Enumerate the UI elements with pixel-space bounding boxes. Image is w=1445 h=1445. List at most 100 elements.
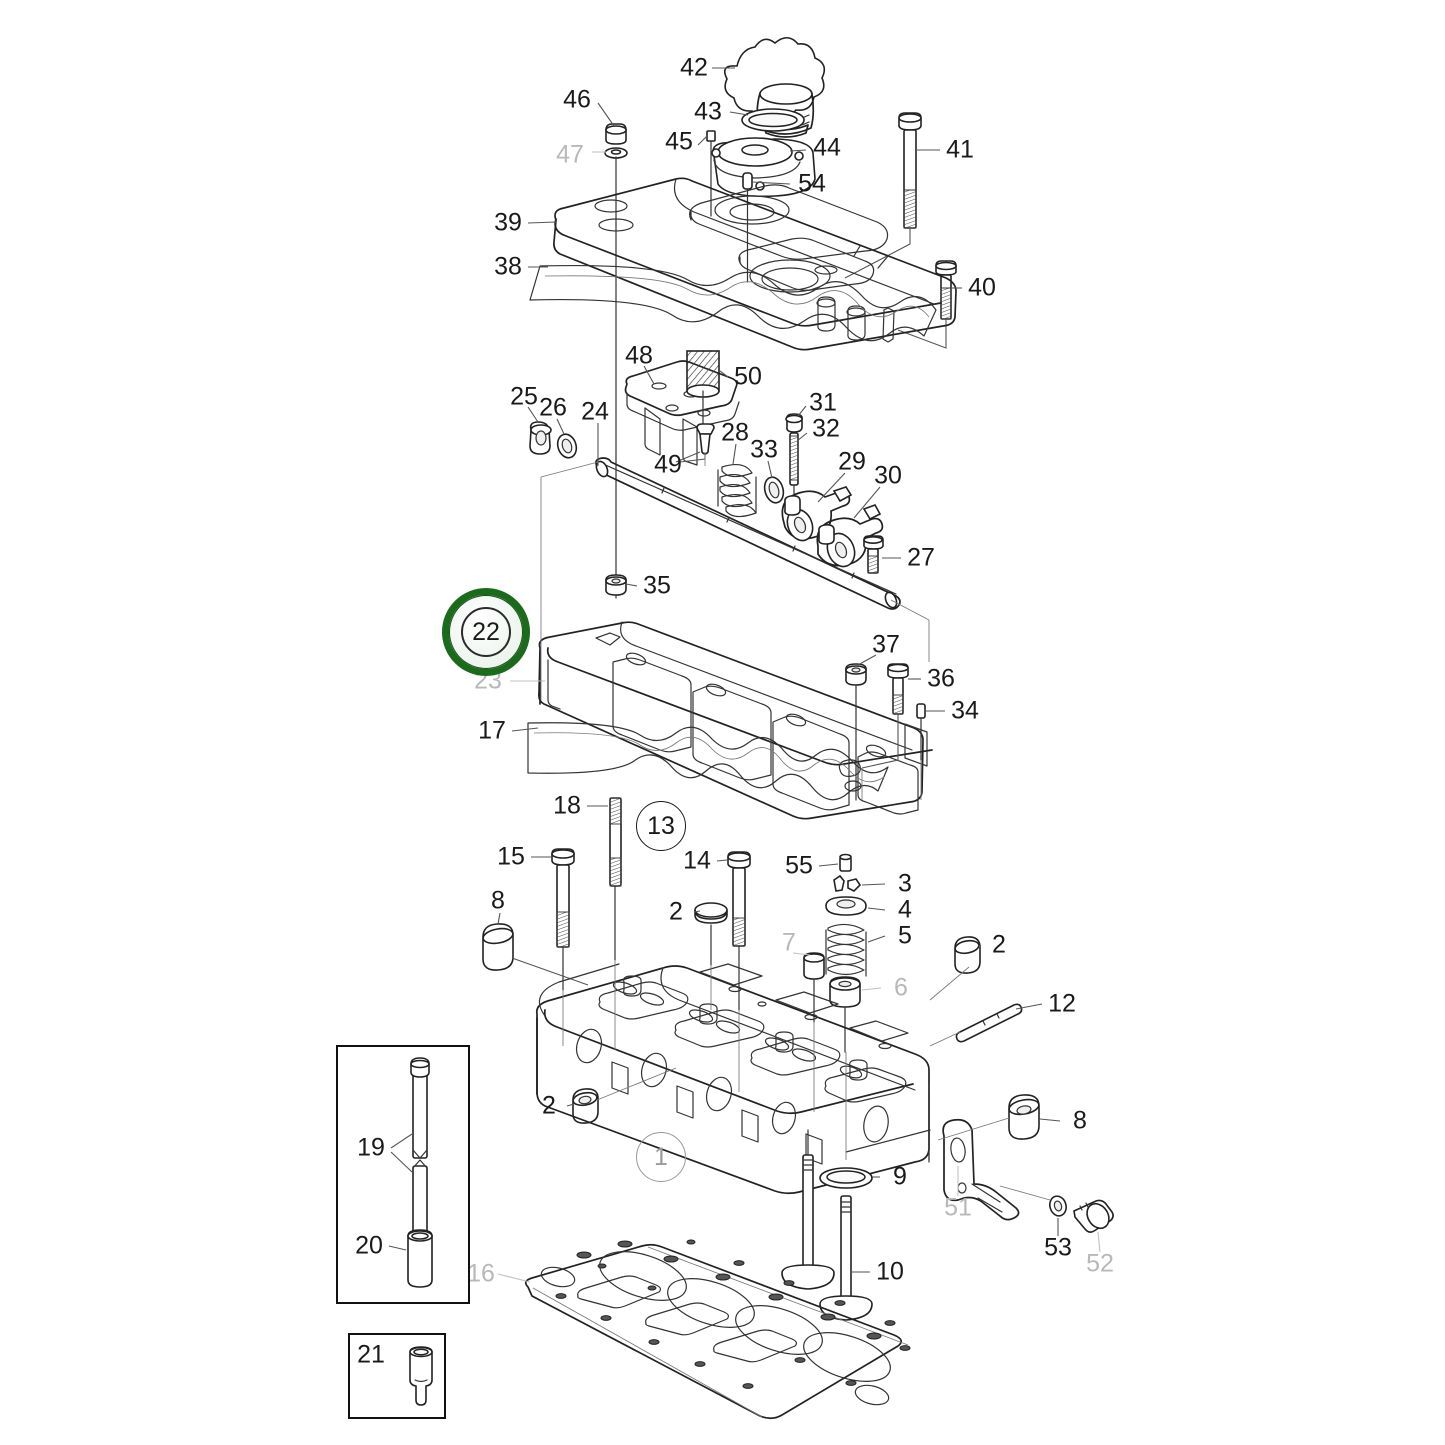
part-44-breather-cover bbox=[711, 137, 816, 198]
callout-label-2[interactable]: 2 bbox=[992, 930, 1006, 959]
callout-label-27[interactable]: 27 bbox=[907, 543, 935, 572]
part-46-cap-nut bbox=[605, 123, 627, 145]
callout-label-26[interactable]: 26 bbox=[539, 393, 567, 422]
part-9-intake-valve bbox=[819, 1167, 873, 1321]
callout-label-46[interactable]: 46 bbox=[563, 85, 591, 114]
callout-label-31[interactable]: 31 bbox=[809, 388, 837, 417]
callout-label-32[interactable]: 32 bbox=[812, 414, 840, 443]
part-2-core-plug-top bbox=[694, 902, 728, 966]
part-5-valve-spring bbox=[825, 923, 867, 977]
callout-label-37[interactable]: 37 bbox=[872, 630, 900, 659]
part-30-rocker-arm bbox=[816, 504, 884, 568]
callout-label-10[interactable]: 10 bbox=[876, 1257, 904, 1286]
part-29-rocker-arm bbox=[781, 486, 853, 542]
callout-label-7[interactable]: 7 bbox=[782, 928, 796, 957]
part-14-head-bolt-short bbox=[727, 851, 751, 1011]
callout-label-38[interactable]: 38 bbox=[494, 252, 522, 281]
callout-label-15[interactable]: 15 bbox=[497, 842, 525, 871]
part-53-washer bbox=[1049, 1195, 1067, 1217]
callout-label-39[interactable]: 39 bbox=[494, 208, 522, 237]
part-48-bracket bbox=[624, 360, 740, 466]
part-43-o-ring bbox=[741, 108, 805, 132]
callout-label-30[interactable]: 30 bbox=[874, 461, 902, 490]
circled-callout-13[interactable]: 13 bbox=[636, 801, 686, 851]
callout-label-6[interactable]: 6 bbox=[894, 973, 908, 1002]
part-20-valve-tappet bbox=[407, 1229, 433, 1288]
callout-label-9[interactable]: 9 bbox=[893, 1162, 907, 1191]
callout-label-2[interactable]: 2 bbox=[669, 897, 683, 926]
part-4-spring-retainer bbox=[825, 896, 867, 916]
callout-label-41[interactable]: 41 bbox=[946, 135, 974, 164]
callout-label-55[interactable]: 55 bbox=[785, 851, 813, 880]
callout-label-42[interactable]: 42 bbox=[680, 53, 708, 82]
callout-label-33[interactable]: 33 bbox=[750, 435, 778, 464]
callout-label-47[interactable]: 47 bbox=[556, 140, 584, 169]
part-21-valve-tappet bbox=[409, 1346, 433, 1406]
part-35-nut bbox=[605, 574, 627, 596]
callout-label-50[interactable]: 50 bbox=[734, 362, 762, 391]
part-33-washer bbox=[763, 476, 785, 504]
callout-label-24[interactable]: 24 bbox=[581, 397, 609, 426]
callout-label-36[interactable]: 36 bbox=[927, 664, 955, 693]
callout-label-18[interactable]: 18 bbox=[553, 791, 581, 820]
callout-label-17[interactable]: 17 bbox=[478, 716, 506, 745]
callout-label-34[interactable]: 34 bbox=[951, 696, 979, 725]
callout-label-2[interactable]: 2 bbox=[542, 1091, 556, 1120]
callout-label-12[interactable]: 12 bbox=[1048, 989, 1076, 1018]
callout-label-53[interactable]: 53 bbox=[1044, 1233, 1072, 1262]
callout-label-8[interactable]: 8 bbox=[1073, 1106, 1087, 1135]
callout-label-29[interactable]: 29 bbox=[838, 447, 866, 476]
part-2-core-plug-left bbox=[572, 1088, 599, 1124]
part-34-pin bbox=[916, 703, 926, 761]
part-18-stud bbox=[609, 797, 622, 961]
callout-label-44[interactable]: 44 bbox=[813, 133, 841, 162]
callout-label-52[interactable]: 52 bbox=[1086, 1249, 1114, 1278]
callout-label-16[interactable]: 16 bbox=[467, 1259, 495, 1288]
callout-label-25[interactable]: 25 bbox=[510, 382, 538, 411]
callout-label-40[interactable]: 40 bbox=[968, 273, 996, 302]
part-3-valve-cotter bbox=[833, 874, 862, 892]
highlighted-callout-22[interactable]: 22 bbox=[442, 588, 530, 676]
part-25-shaft-cap bbox=[529, 421, 552, 455]
callout-label-28[interactable]: 28 bbox=[721, 418, 749, 447]
callout-label-8[interactable]: 8 bbox=[491, 886, 505, 915]
callout-label-21[interactable]: 21 bbox=[357, 1340, 385, 1369]
part-8-cup-plug-left bbox=[482, 923, 589, 986]
part-28-spring bbox=[717, 463, 757, 518]
part-1-cylinder-head bbox=[535, 963, 931, 1195]
callout-label-54[interactable]: 54 bbox=[798, 169, 826, 198]
callout-label-3[interactable]: 3 bbox=[898, 869, 912, 898]
callout-label-20[interactable]: 20 bbox=[355, 1231, 383, 1260]
part-12-dowel-pin bbox=[955, 1003, 1023, 1043]
part-6-valve-stem-seal bbox=[829, 976, 861, 1053]
part-40-bolt bbox=[897, 260, 957, 349]
callout-label-51[interactable]: 51 bbox=[944, 1193, 972, 1222]
part-39-valve-cover bbox=[553, 177, 957, 351]
callout-label-4[interactable]: 4 bbox=[898, 895, 912, 924]
circled-callout-1[interactable]: 1 bbox=[636, 1132, 686, 1182]
callout-label-45[interactable]: 45 bbox=[665, 127, 693, 156]
callout-label-19[interactable]: 19 bbox=[357, 1133, 385, 1162]
callout-label-43[interactable]: 43 bbox=[694, 97, 722, 126]
part-50-breather-element bbox=[686, 350, 720, 431]
callout-label-14[interactable]: 14 bbox=[683, 846, 711, 875]
part-45-screw bbox=[706, 130, 716, 217]
part-22-rocker-support bbox=[538, 621, 933, 820]
highlighted-callout-22-label: 22 bbox=[461, 607, 511, 657]
part-2-core-plug-right bbox=[954, 936, 981, 974]
part-19-push-rod-upper bbox=[410, 1057, 430, 1159]
callout-label-35[interactable]: 35 bbox=[643, 571, 671, 600]
part-51-lifting-bracket bbox=[942, 1118, 1020, 1221]
part-36-bolt bbox=[861, 663, 909, 769]
part-55-pin bbox=[839, 853, 852, 872]
callout-label-5[interactable]: 5 bbox=[898, 921, 912, 950]
box-tappet bbox=[348, 1333, 446, 1419]
callout-label-48[interactable]: 48 bbox=[625, 341, 653, 370]
callout-label-49[interactable]: 49 bbox=[654, 450, 682, 479]
part-38-valve-cover-gasket bbox=[529, 264, 937, 342]
part-27-bolt bbox=[863, 535, 884, 574]
part-17-rocker-cover-gasket bbox=[527, 722, 889, 801]
part-7-valve-guide bbox=[803, 952, 825, 1023]
leader-lines bbox=[388, 67, 1101, 1283]
